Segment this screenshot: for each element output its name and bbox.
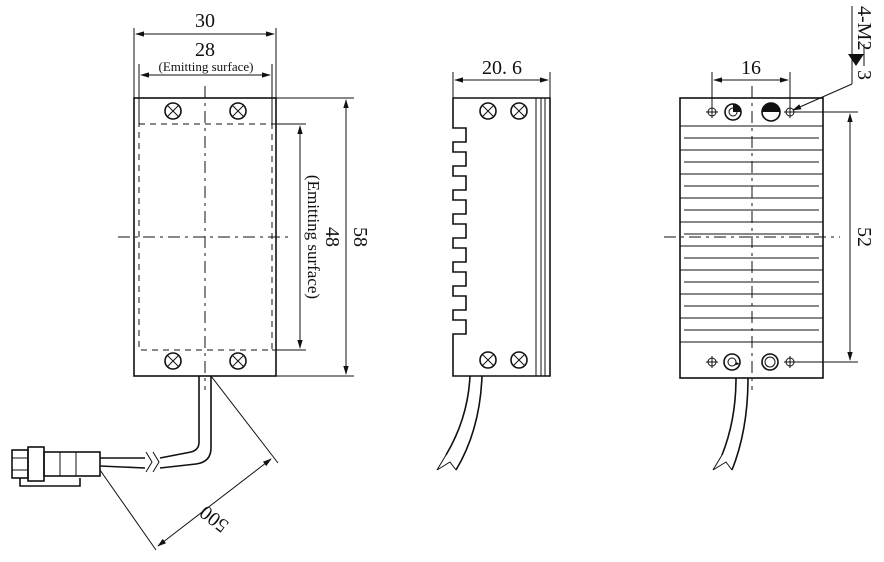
front-screw-bottom-right — [229, 352, 247, 370]
rear-mount-bottom-left — [723, 353, 741, 371]
side-screw-top-right — [510, 102, 528, 120]
dim-height-label: 58 — [349, 227, 371, 247]
dim-width-label: 30 — [195, 10, 215, 32]
screw-depth-label: 3 — [853, 70, 875, 80]
side-screw-bottom-right — [510, 351, 528, 369]
rear-fins — [680, 125, 823, 343]
depth-symbol-icon — [848, 54, 864, 66]
side-screw-top-left — [479, 102, 497, 120]
side-cable — [436, 375, 483, 471]
dim-hole-spacing-label: 16 — [741, 57, 761, 79]
side-screw-bottom-left — [479, 351, 497, 369]
screw-spec-label: 4-M2 — [853, 6, 875, 50]
dim-emitting-height-note: (Emitting surface) — [304, 175, 323, 299]
dim-hole-vertical-spacing-label: 52 — [853, 227, 875, 247]
rear-hole-bottom-left — [706, 356, 718, 368]
front-view: 30 28 (Emitting surface) 58 48 (Emitting… — [11, 10, 371, 551]
front-screw-top-right — [229, 102, 247, 120]
dim-depth-label: 20. 6 — [482, 57, 522, 79]
side-housing-outline — [452, 97, 551, 377]
dim-cable-length-line — [157, 458, 272, 547]
screw-callout-leader — [792, 83, 853, 111]
dim-cable-length-label: 500 — [196, 501, 233, 537]
rear-view: 16 52 4-M2 3 — [664, 6, 875, 471]
front-screw-bottom-left — [164, 352, 182, 370]
dim-emitting-width-note: (Emitting surface) — [159, 59, 254, 74]
rear-mount-top-right — [761, 102, 781, 122]
dim-emitting-width-label: 28 — [195, 39, 215, 61]
cable — [99, 376, 212, 473]
front-screw-top-left — [164, 102, 182, 120]
connector — [11, 446, 101, 487]
dim-emitting-height-label: 48 — [321, 227, 343, 247]
rear-cable — [712, 377, 749, 471]
rear-mount-bottom-right — [761, 353, 779, 371]
rear-mount-top-left — [724, 103, 742, 121]
side-view: 20. 6 — [436, 57, 551, 471]
